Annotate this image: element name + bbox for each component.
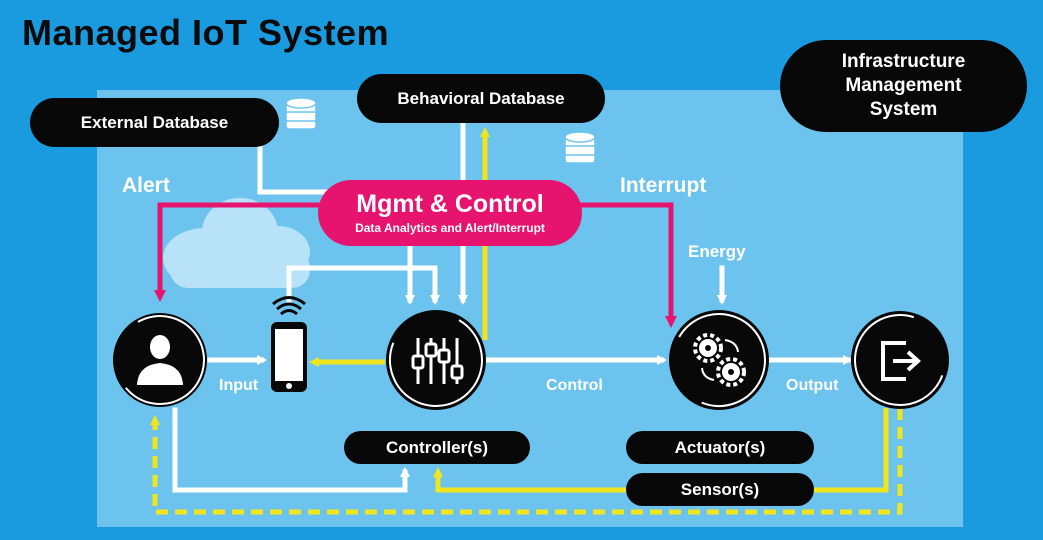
controller-node <box>386 310 486 410</box>
alert-line <box>154 202 330 302</box>
gears-icon <box>693 333 746 387</box>
page-title: Managed IoT System <box>22 12 390 53</box>
behavioral-database-label: Behavioral Database <box>397 88 565 108</box>
user-node <box>113 313 207 407</box>
mgmt-control-subtitle: Data Analytics and Alert/Interrupt <box>355 221 545 235</box>
actuators-pill: Actuator(s) <box>626 431 814 464</box>
controllers-pill: Controller(s) <box>344 431 530 464</box>
infrastructure-management-label: Infrastructure Management System <box>841 51 966 120</box>
smartphone-icon <box>271 296 307 392</box>
cloud-icon <box>163 198 310 288</box>
infrastructure-management-pill: Infrastructure Management System <box>780 40 1027 132</box>
database-icon <box>564 131 596 164</box>
mgmt-control-box: Mgmt & Control Data Analytics and Alert/… <box>318 180 582 246</box>
phone-to-controller-line <box>286 265 440 305</box>
input-label: Input <box>219 377 259 394</box>
external-db-line <box>257 142 333 195</box>
actuators-label: Actuator(s) <box>674 437 766 457</box>
sensor-to-user-dashed-line <box>150 408 903 515</box>
external-database-label: External Database <box>80 112 229 132</box>
alert-label: Alert <box>122 174 170 197</box>
external-database-pill: External Database <box>30 98 279 147</box>
user-icon <box>137 335 183 385</box>
sliders-icon <box>411 338 464 384</box>
mgmt-control-title: Mgmt & Control <box>356 190 544 218</box>
controllers-label: Controller(s) <box>386 437 488 457</box>
diagram-panel <box>97 90 963 527</box>
exit-icon <box>881 341 921 381</box>
sensors-pill: Sensor(s) <box>626 473 814 506</box>
user-to-controller-line <box>172 407 410 493</box>
database-icon <box>285 97 317 130</box>
interrupt-label: Interrupt <box>620 174 707 197</box>
interrupt-line <box>575 202 677 328</box>
control-label: Control <box>546 377 603 394</box>
output-label: Output <box>786 377 839 394</box>
actuator-node <box>669 310 769 410</box>
output-node <box>851 311 949 409</box>
energy-label: Energy <box>688 242 746 261</box>
behavioral-database-pill: Behavioral Database <box>357 74 605 123</box>
sensors-label: Sensor(s) <box>680 479 760 499</box>
